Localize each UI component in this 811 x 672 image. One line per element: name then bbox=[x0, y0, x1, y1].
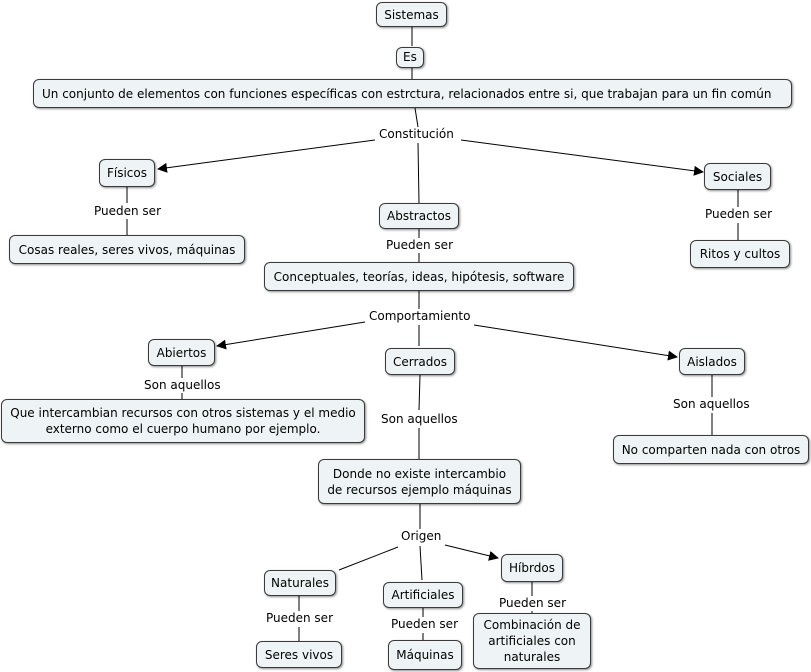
link-label-pueden-ser-abstractos: Pueden ser bbox=[385, 238, 455, 253]
link-label-pueden-ser-sociales: Pueden ser bbox=[704, 207, 774, 222]
link-label-pueden-ser-fisicos: Pueden ser bbox=[93, 204, 163, 219]
node-seres-vivos: Seres vivos bbox=[256, 641, 342, 668]
link-label-pueden-ser-artificiales: Pueden ser bbox=[390, 617, 460, 632]
node-abiertos: Abiertos bbox=[148, 339, 215, 366]
node-abstractos: Abstractos bbox=[379, 203, 459, 229]
node-hibrdos: Híbrdos bbox=[501, 554, 563, 582]
link-label-origen: Origen bbox=[400, 529, 443, 544]
node-sistemas: Sistemas bbox=[376, 2, 447, 27]
link-label-constitucion: Constitución bbox=[378, 127, 455, 142]
node-aislados: Aislados bbox=[679, 348, 745, 375]
link-label-son-aquellos-aislados: Son aquellos bbox=[672, 397, 751, 412]
node-conceptuales: Conceptuales, teorías, ideas, hipótesis,… bbox=[264, 262, 574, 291]
node-combinacion: Combinación de artificiales con naturale… bbox=[473, 613, 591, 669]
node-cerrados: Cerrados bbox=[385, 348, 455, 375]
node-maquinas: Máquinas bbox=[388, 640, 462, 670]
node-intercambian: Que intercambian recursos con otros sist… bbox=[1, 399, 365, 443]
link-label-pueden-ser-hibrdos: Pueden ser bbox=[498, 596, 568, 611]
node-no-existe: Donde no existe intercambio de recursos … bbox=[318, 459, 521, 504]
link-label-son-aquellos-cerrados: Son aquellos bbox=[380, 412, 459, 427]
node-ritos: Ritos y cultos bbox=[690, 240, 790, 268]
node-fisicos: Físicos bbox=[99, 159, 155, 187]
node-no-comparten: No comparten nada con otros bbox=[613, 435, 809, 464]
link-label-pueden-ser-naturales: Pueden ser bbox=[265, 611, 335, 626]
node-definicion: Un conjunto de elementos con funciones e… bbox=[33, 79, 792, 108]
link-label-comportamiento: Comportamiento bbox=[368, 309, 472, 324]
node-cosas: Cosas reales, seres vivos, máquinas bbox=[9, 235, 245, 264]
node-sociales: Sociales bbox=[704, 163, 771, 190]
link-label-es: Es bbox=[396, 47, 424, 68]
node-artificiales: Artificiales bbox=[383, 582, 463, 608]
link-label-son-aquellos-abiertos: Son aquellos bbox=[143, 378, 222, 393]
node-naturales: Naturales bbox=[264, 570, 336, 596]
